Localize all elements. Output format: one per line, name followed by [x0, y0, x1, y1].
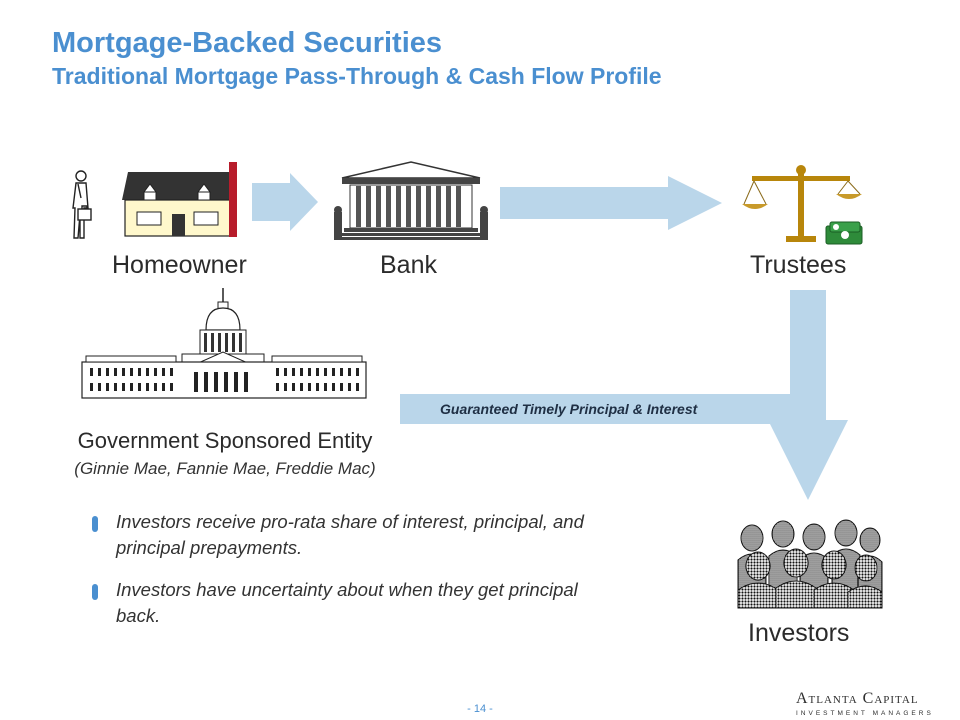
arrow-homeowner-to-bank	[252, 173, 318, 231]
investors-label: Investors	[748, 619, 850, 647]
bullet-marker	[92, 584, 98, 600]
money-stack-icon	[825, 221, 863, 245]
person-icon	[72, 170, 92, 239]
guarantee-label: Guaranteed Timely Principal & Interest	[440, 401, 698, 417]
bullet-item: Investors have uncertainty about when th…	[116, 579, 578, 626]
logo-tagline: INVESTMENT MANAGERS	[796, 710, 934, 717]
arrow-bank-to-trustees	[500, 176, 722, 230]
page-title: Mortgage-Backed Securities	[52, 27, 443, 59]
guarantee-bar	[400, 394, 820, 424]
company-logo: Atlanta Capital INVESTMENT MANAGERS	[796, 690, 934, 718]
crowd-icon	[737, 519, 883, 609]
bullet-marker	[92, 516, 98, 532]
trustees-label: Trustees	[750, 251, 847, 279]
gse-members: (Ginnie Mae, Fannie Mae, Freddie Mac)	[74, 459, 376, 478]
house-icon	[122, 162, 237, 237]
gse-label: Government Sponsored Entity	[77, 428, 373, 453]
page-number: - 14 -	[467, 703, 493, 715]
scales-icon	[742, 165, 862, 242]
capitol-building-icon	[81, 288, 367, 399]
bank-label: Bank	[380, 251, 437, 279]
bullet-item: Investors receive pro-rata share of inte…	[116, 511, 584, 558]
homeowner-label: Homeowner	[112, 251, 247, 279]
bank-building-icon	[334, 161, 488, 240]
page-subtitle: Traditional Mortgage Pass-Through & Cash…	[52, 63, 662, 89]
logo-name: Atlanta Capital	[796, 690, 919, 707]
